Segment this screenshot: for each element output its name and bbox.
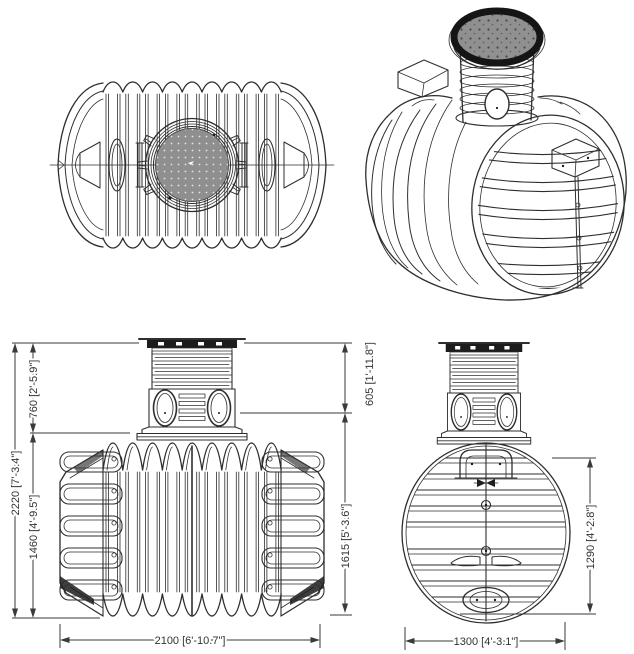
- dim-label-shoulder-to-base: 1615 [5'-3.6"]: [340, 504, 352, 569]
- manhole-lid-top: [137, 117, 247, 213]
- end-cap-ribs: [478, 145, 618, 289]
- dim-label-side-inner-height: 1290 [4'-2.8"]: [585, 505, 597, 570]
- lifting-lug-right: [551, 138, 600, 178]
- top-view-right-cap: [280, 82, 327, 248]
- side-bottom-port: [462, 586, 510, 614]
- dim-label-total-height: 2220 [7'-3.4"]: [10, 451, 22, 516]
- front-riser: [136, 338, 248, 441]
- lifting-lug-left: [397, 59, 449, 98]
- dim-label-riser-to-shoulder: 605 [1'-11.8"]: [364, 342, 376, 406]
- top-view-drawing: [49, 81, 335, 249]
- side-top-handle: [454, 449, 518, 479]
- dimension-annotations: 2220 [7'-3.4"] 760 [2'-5.9"] 1460 [4'-9.…: [8, 340, 599, 650]
- isometric-lid: [448, 7, 546, 70]
- side-view-drawing: [401, 342, 571, 624]
- dim-label-side-overall-width: 1300 [4'-3.1"]: [454, 636, 519, 648]
- top-view-left-cap: [57, 82, 104, 248]
- dim-label-body-height: 1460 [4'-9.5"]: [28, 495, 40, 560]
- front-left-cap: [59, 449, 123, 617]
- dim-label-overall-length: 2100 [6'-10.7"]: [155, 635, 226, 647]
- side-riser: [436, 342, 532, 445]
- anchor-strap: [572, 176, 584, 289]
- isometric-view-drawing: [365, 7, 627, 301]
- front-right-cap: [261, 449, 325, 617]
- front-view-drawing: [59, 338, 325, 617]
- dim-label-riser-height: 760 [2'-5.9"]: [28, 360, 40, 419]
